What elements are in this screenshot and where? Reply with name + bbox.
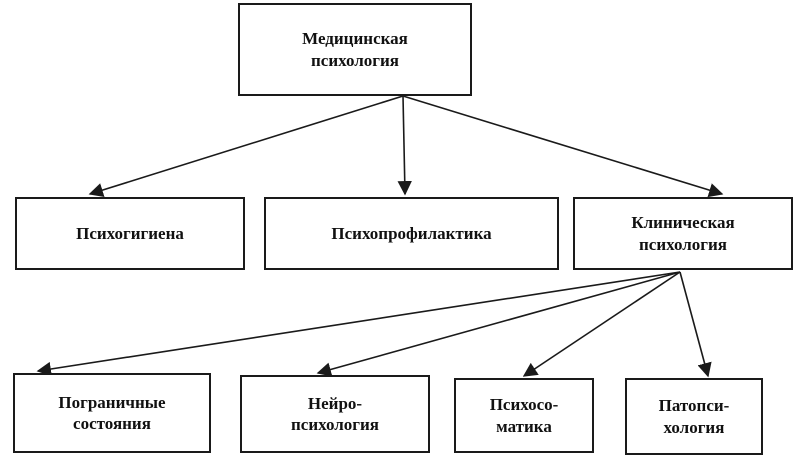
arrow-clinical-to-pathopsychology: [679, 271, 712, 378]
node-psychosomatics: Психосо- матика: [454, 378, 594, 453]
node-neuropsychology: Нейро- психология: [240, 375, 430, 453]
arrow-root-to-psychoprophylaxis: [397, 95, 412, 196]
arrow-root-to-psychohygiene: [88, 95, 404, 197]
node-label: Психогигиена: [76, 223, 184, 243]
arrow-clinical-to-neuropsychology: [316, 271, 681, 377]
node-psychoprophylaxis: Психопрофилактика: [264, 197, 559, 270]
node-borderline-states: Пограничные состояния: [13, 373, 211, 453]
node-label: Нейро- психология: [290, 393, 379, 434]
node-label: Медицинская психология: [302, 29, 408, 70]
node-medical-psychology: Медицинская психология: [238, 3, 472, 96]
node-label: Клиническая психология: [631, 213, 735, 254]
node-psychohygiene: Психогигиена: [15, 197, 245, 270]
node-pathopsychology: Патопси- хология: [625, 378, 763, 455]
node-label: Психосо- матика: [489, 395, 559, 436]
arrow-clinical-to-psychosomatics: [522, 271, 681, 377]
node-label: Пограничные состояния: [58, 392, 166, 433]
arrow-root-to-clinical-psychology: [402, 95, 724, 198]
node-label: Патопси- хология: [658, 396, 730, 437]
arrow-clinical-to-borderline-states: [36, 271, 681, 377]
node-clinical-psychology: Клиническая психология: [573, 197, 793, 270]
node-label: Психопрофилактика: [331, 223, 492, 243]
